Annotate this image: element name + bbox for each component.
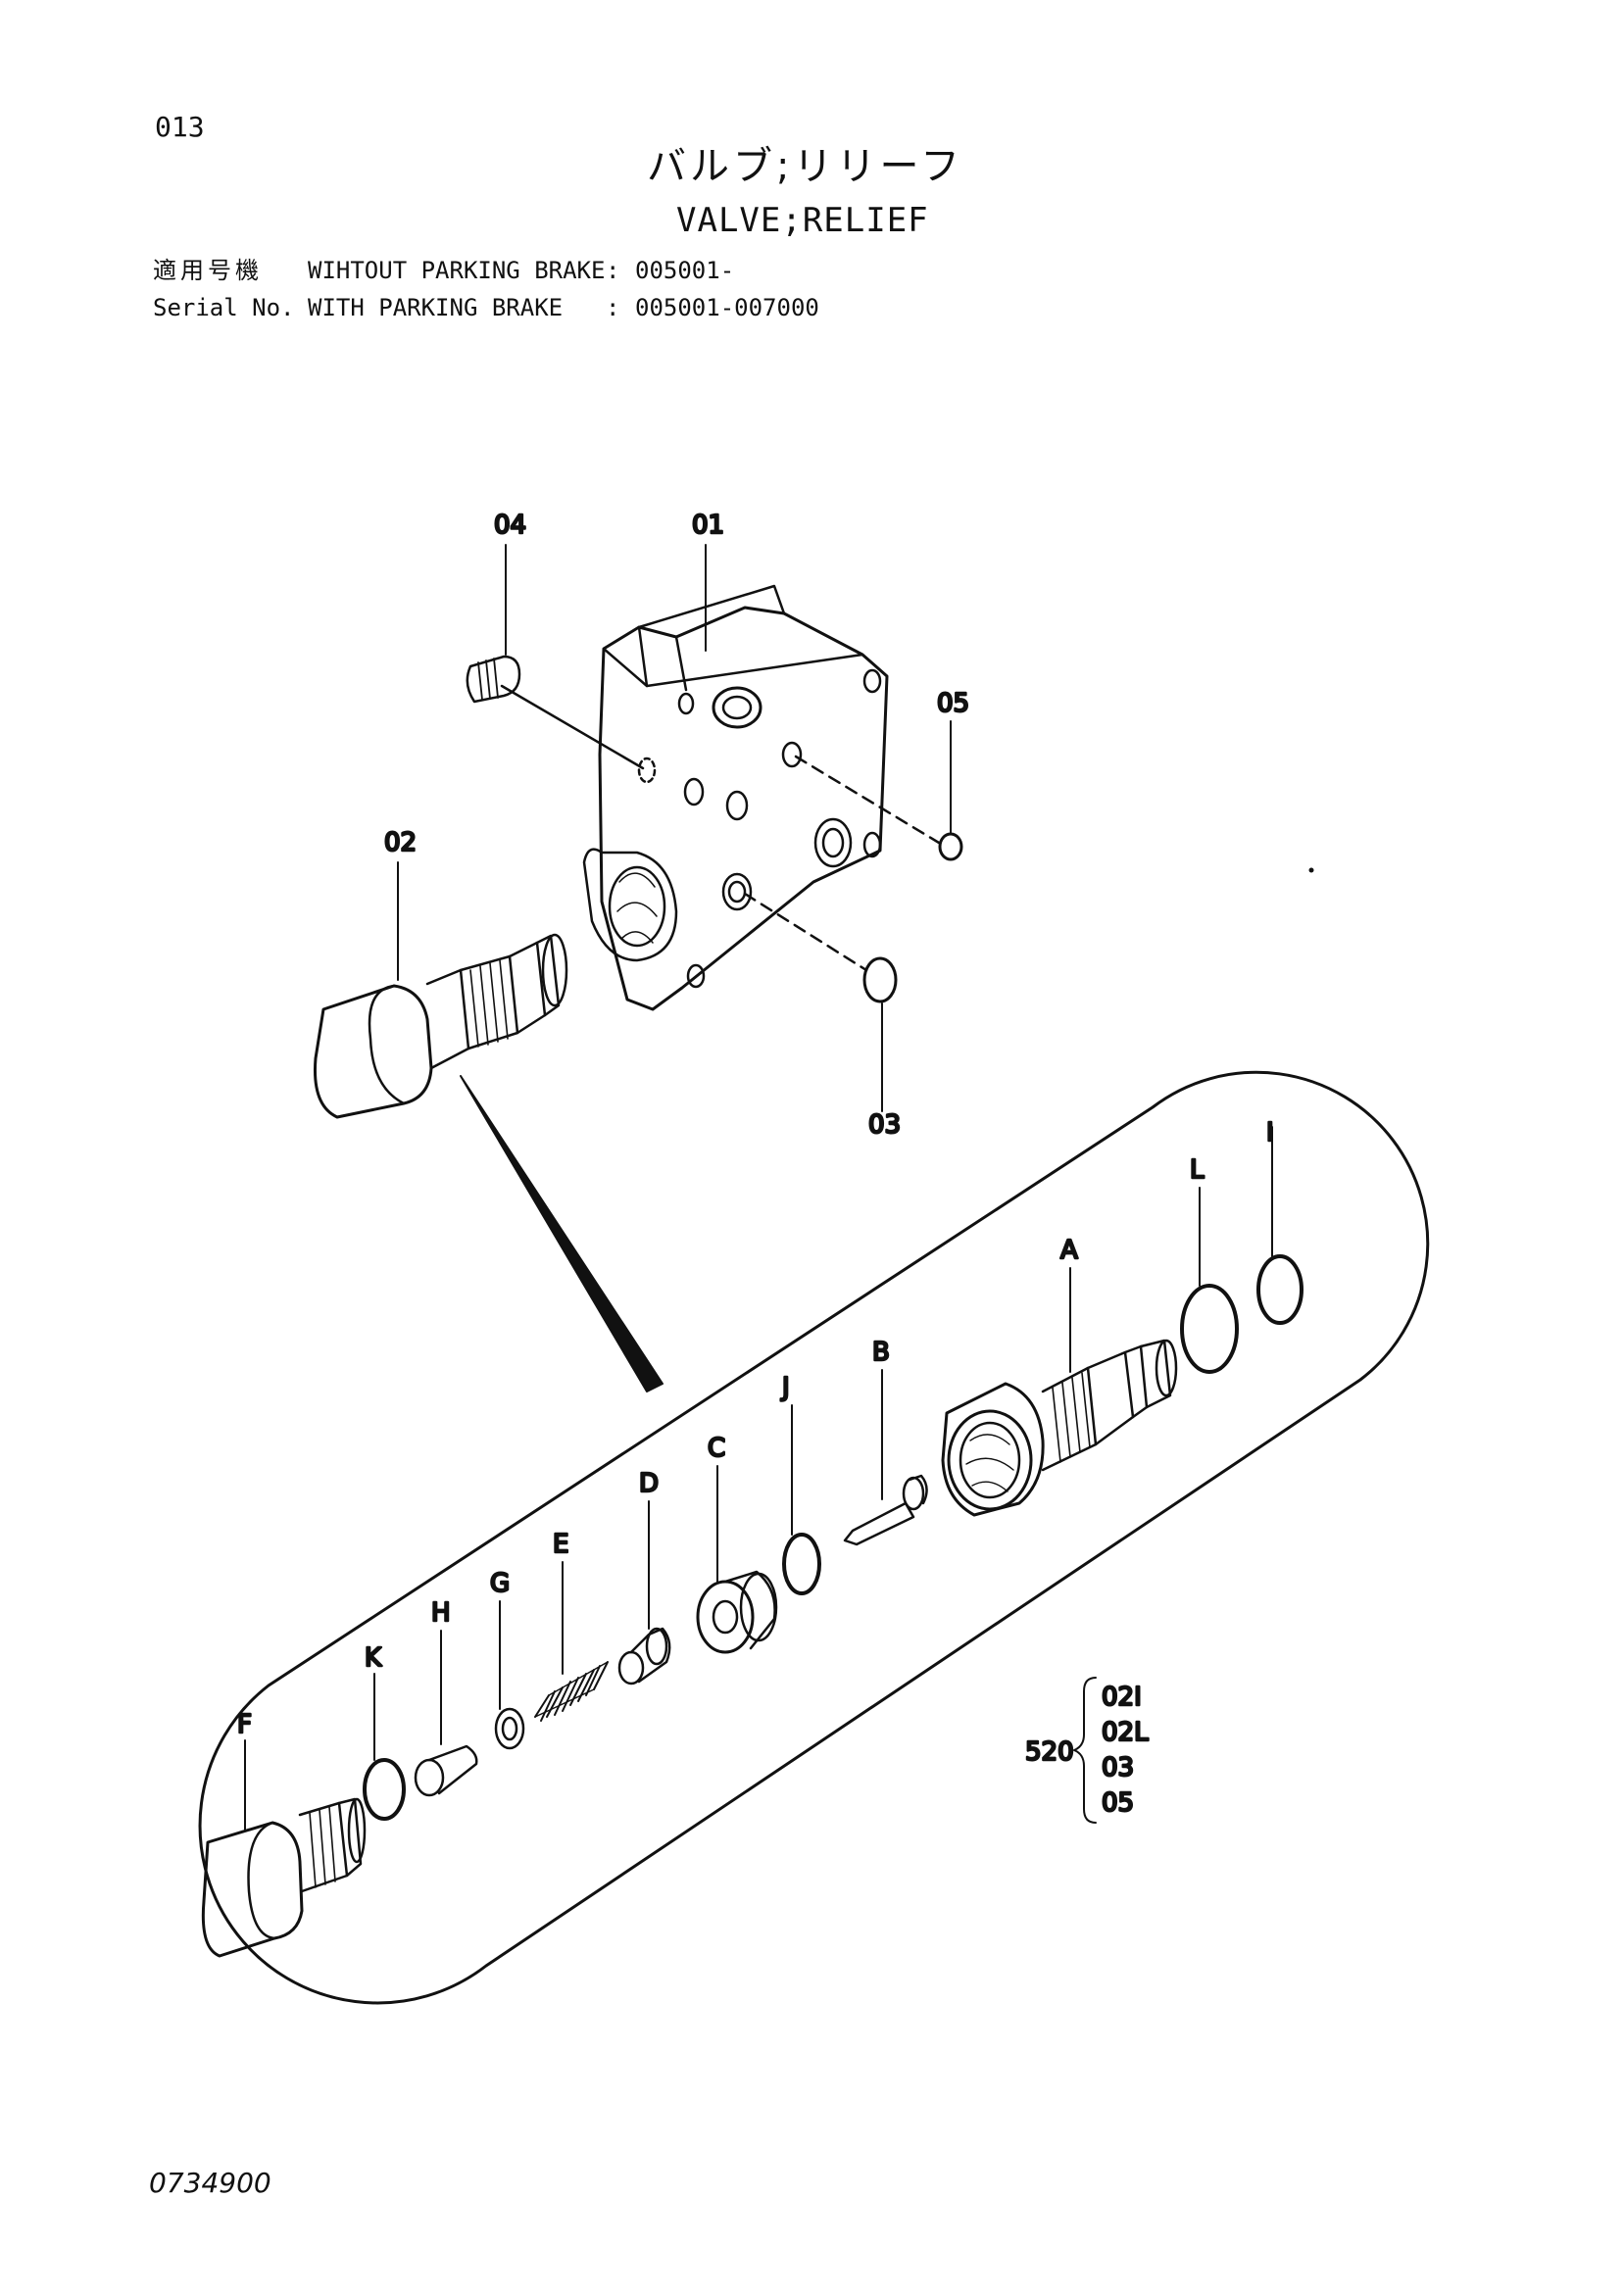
serial-separator: : — [606, 257, 620, 284]
part-I-drawing — [1256, 1254, 1303, 1325]
part-B-drawing — [843, 1474, 928, 1546]
serial-separator: : — [606, 294, 620, 321]
part-F-drawing — [201, 1797, 367, 1958]
part-H-drawing — [414, 1744, 478, 1797]
callout-F: F — [237, 1710, 252, 1739]
document-code: 0734900 — [149, 2167, 271, 2199]
relief-cartridge-drawing — [313, 933, 568, 1119]
valve-body-drawing — [582, 584, 889, 1011]
part-G-drawing — [494, 1707, 525, 1750]
serial-label-japanese: 適用号機 — [153, 257, 263, 284]
kit-number: 520 — [1025, 1737, 1074, 1767]
kit-item: 03 — [1102, 1753, 1134, 1783]
callout-A: A — [1060, 1236, 1078, 1265]
serial-row: 適用号機 WIHTOUT PARKING BRAKE : 005001- — [153, 259, 734, 376]
callout-I: I — [1266, 1118, 1274, 1148]
exploded-view-outline — [198, 1070, 1430, 2005]
title-japanese: バルブ;リリーフ — [647, 144, 964, 189]
detail-pointer — [460, 1075, 664, 1392]
callout-G: G — [490, 1569, 510, 1598]
callout-03: 03 — [868, 1110, 901, 1140]
part-L-drawing — [1180, 1284, 1239, 1374]
serial-range: 005001- — [635, 257, 735, 284]
kit-item: 05 — [1102, 1788, 1134, 1818]
serial-range: 005001-007000 — [635, 294, 819, 321]
part-E-drawing — [534, 1661, 609, 1722]
scan-dot — [1308, 867, 1314, 873]
plug-drawing — [466, 655, 645, 770]
page-number: 013 — [155, 111, 205, 143]
leader-lines — [244, 544, 1273, 1832]
serial-description: WIHTOUT PARKING BRAKE — [308, 257, 606, 284]
callout-01: 01 — [692, 511, 724, 540]
callout-02: 02 — [384, 828, 417, 857]
callout-05: 05 — [937, 689, 969, 718]
part-A-drawing — [941, 1339, 1178, 1517]
o-ring-03-drawing — [743, 892, 898, 1003]
callout-J: J — [780, 1373, 790, 1402]
o-ring-05-drawing — [794, 755, 963, 861]
callout-04: 04 — [494, 511, 526, 540]
part-K-drawing — [363, 1758, 406, 1821]
title-english: VALVE;RELIEF — [676, 201, 929, 240]
kit-item: 02L — [1102, 1718, 1149, 1747]
part-J-drawing — [782, 1533, 821, 1595]
callout-C: C — [708, 1434, 725, 1463]
serial-row: Serial No. WITH PARKING BRAKE : 005001-0… — [153, 296, 819, 414]
callout-K: K — [365, 1643, 382, 1673]
kit-group: 520 02I 02L 03 05 — [1024, 1677, 1150, 1824]
callout-D: D — [639, 1469, 659, 1498]
kit-item: 02I — [1102, 1683, 1142, 1712]
callout-L: L — [1190, 1155, 1205, 1185]
callout-E: E — [553, 1530, 568, 1559]
serial-label-english: Serial No. — [153, 294, 295, 321]
part-D-drawing — [617, 1627, 671, 1685]
part-C-drawing — [696, 1570, 778, 1654]
serial-description: WITH PARKING BRAKE — [308, 294, 564, 321]
callout-B: B — [872, 1338, 890, 1367]
callout-H: H — [431, 1598, 451, 1628]
